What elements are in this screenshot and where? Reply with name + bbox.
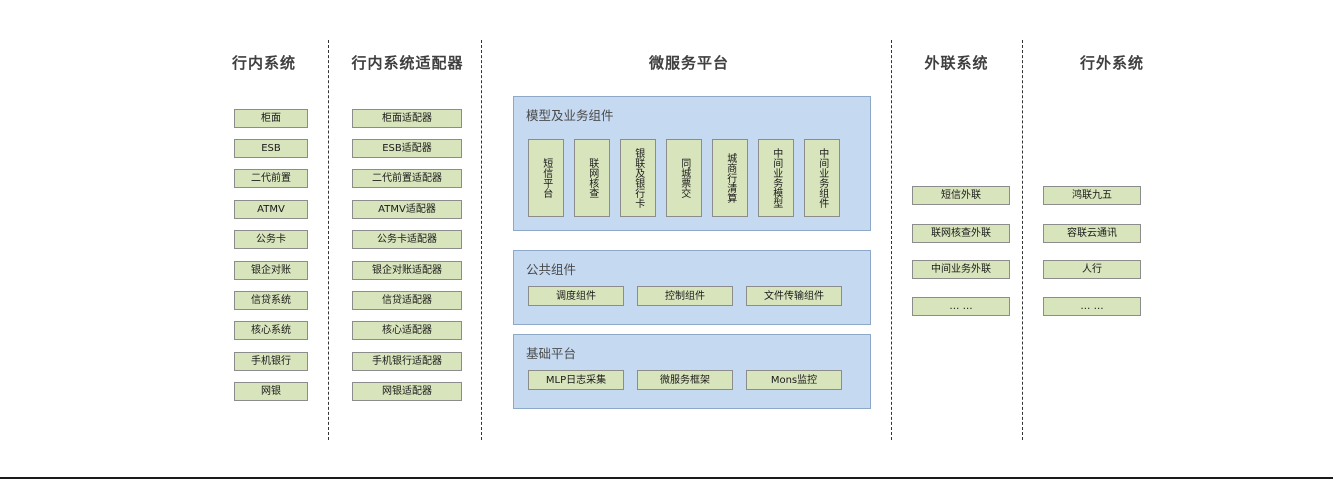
node-internal-adapter[interactable]: ATMV适配器 (352, 200, 462, 219)
node-internal-system[interactable]: ESB (234, 139, 308, 158)
node-internal-adapter[interactable]: 信贷适配器 (352, 291, 462, 310)
column-divider-3 (891, 40, 892, 440)
node-internal-adapter[interactable]: 核心适配器 (352, 321, 462, 340)
node-internal-system[interactable]: 手机银行 (234, 352, 308, 371)
node-internal-system[interactable]: 二代前置 (234, 169, 308, 188)
node-public-component[interactable]: 文件传输组件 (746, 286, 842, 306)
node-internal-adapter[interactable]: 柜面适配器 (352, 109, 462, 128)
node-model-component[interactable]: 中间业务组件 (804, 139, 840, 217)
node-public-component[interactable]: 调度组件 (528, 286, 624, 306)
node-public-component[interactable]: 控制组件 (637, 286, 733, 306)
node-internal-system[interactable]: 核心系统 (234, 321, 308, 340)
node-outside-bank-system-ellipsis[interactable]: … … (1043, 297, 1141, 316)
node-internal-adapter[interactable]: 二代前置适配器 (352, 169, 462, 188)
column-title-internal-systems: 行内系统 (231, 54, 296, 72)
node-internal-adapter[interactable]: 银企对账适配器 (352, 261, 462, 280)
node-internal-adapter[interactable]: ESB适配器 (352, 139, 462, 158)
column-title-internal-adapters: 行内系统适配器 (351, 54, 464, 72)
node-base-platform-component[interactable]: Mons监控 (746, 370, 842, 390)
node-internal-system[interactable]: 网银 (234, 382, 308, 401)
node-internal-adapter[interactable]: 公务卡适配器 (352, 230, 462, 249)
node-internal-system[interactable]: ATMV (234, 200, 308, 219)
node-model-component[interactable]: 短信平台 (528, 139, 564, 217)
node-internal-system[interactable]: 柜面 (234, 109, 308, 128)
panel-title-public-components: 公共组件 (526, 262, 577, 277)
node-internal-adapter[interactable]: 手机银行适配器 (352, 352, 462, 371)
node-internal-system[interactable]: 信贷系统 (234, 291, 308, 310)
node-outside-bank-system[interactable]: 人行 (1043, 260, 1141, 279)
page-bottom-rule (0, 477, 1333, 479)
node-base-platform-component[interactable]: MLP日志采集 (528, 370, 624, 390)
node-model-component[interactable]: 中间业务模型 (758, 139, 794, 217)
column-title-microservice-platform: 微服务平台 (648, 54, 729, 72)
node-outside-bank-system[interactable]: 鸿联九五 (1043, 186, 1141, 205)
column-title-outside-bank-systems: 行外系统 (1079, 54, 1144, 72)
node-internal-system[interactable]: 银企对账 (234, 261, 308, 280)
node-external-link-system[interactable]: 中间业务外联 (912, 260, 1010, 279)
node-model-component[interactable]: 联网核查 (574, 139, 610, 217)
node-model-component[interactable]: 银联及银行卡 (620, 139, 656, 217)
panel-title-model-business-components: 模型及业务组件 (526, 108, 614, 123)
column-divider-2 (481, 40, 482, 440)
column-divider-4 (1022, 40, 1023, 440)
column-title-external-link-systems: 外联系统 (924, 54, 989, 72)
node-internal-adapter[interactable]: 网银适配器 (352, 382, 462, 401)
panel-title-base-platform: 基础平台 (526, 346, 577, 361)
node-outside-bank-system[interactable]: 容联云通讯 (1043, 224, 1141, 243)
node-model-component[interactable]: 同城票交 (666, 139, 702, 217)
node-external-link-system-ellipsis[interactable]: … … (912, 297, 1010, 316)
node-model-component[interactable]: 城商行清算 (712, 139, 748, 217)
node-external-link-system[interactable]: 短信外联 (912, 186, 1010, 205)
node-external-link-system[interactable]: 联网核查外联 (912, 224, 1010, 243)
node-base-platform-component[interactable]: 微服务框架 (637, 370, 733, 390)
column-divider-1 (328, 40, 329, 440)
node-internal-system[interactable]: 公务卡 (234, 230, 308, 249)
